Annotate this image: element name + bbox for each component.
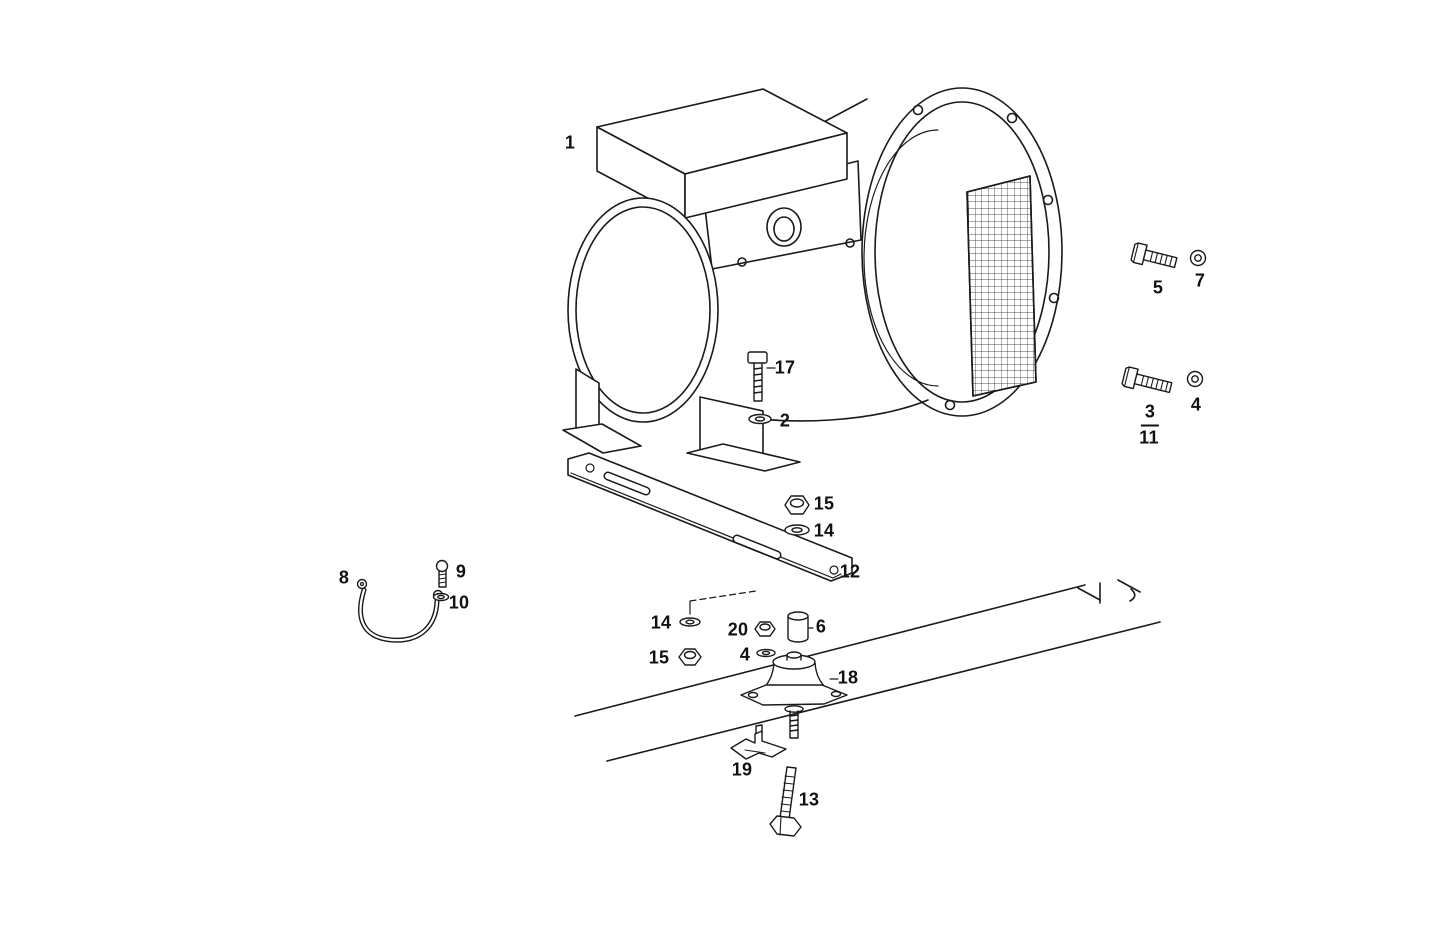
washer-7	[1189, 249, 1207, 267]
clamp-plate-19	[730, 724, 787, 760]
washer-4-right	[1186, 370, 1204, 388]
leader-lines	[689, 367, 842, 680]
washer-2	[748, 413, 772, 425]
mounting-rail-12	[567, 452, 853, 582]
bolt-13	[769, 766, 802, 837]
screw-9	[435, 559, 449, 588]
spacer-6	[787, 611, 809, 643]
bolt-3-11	[1121, 366, 1173, 394]
front-end-shield	[567, 197, 719, 423]
air-grille	[966, 175, 1037, 397]
bolt-5	[1130, 242, 1178, 269]
ground-cable-8	[356, 578, 444, 643]
bolt-17	[747, 351, 768, 402]
washer-4-lower	[756, 648, 776, 658]
washer-14-upper	[784, 524, 810, 536]
mounting-feet	[562, 368, 801, 472]
washer-14-lower	[679, 617, 701, 627]
vibration-mount-18	[740, 651, 848, 739]
washer-10	[432, 592, 450, 602]
terminal-box	[596, 88, 848, 219]
nut-20	[754, 621, 776, 637]
nut-15-lower	[678, 648, 702, 666]
nut-15-upper	[784, 495, 810, 515]
chassis-rails	[574, 579, 1161, 762]
